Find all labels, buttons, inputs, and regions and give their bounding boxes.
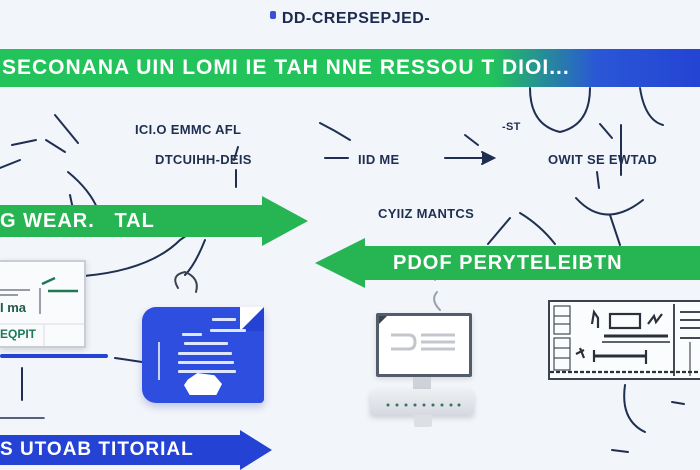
- annotation-center-upper: IID ME: [358, 152, 400, 167]
- doc-margin-line: [158, 342, 160, 380]
- arrow-3-text: S UTOAB TITORIAL: [0, 439, 194, 460]
- hand-icon: [184, 373, 222, 395]
- desktop-computer-icon: [376, 313, 472, 377]
- annotation-right-upper: OWIT SE EWTAD: [548, 152, 658, 167]
- arrow-left-head-icon: [315, 238, 365, 288]
- doc-line: [184, 342, 228, 345]
- arrow-1-body: G WEAR. TAL: [0, 205, 262, 237]
- arrow-banner-3: S UTOAB TITORIAL: [0, 430, 272, 470]
- monitor-text-2: EQPIT: [0, 327, 37, 341]
- monitor-screen-icon: [0, 276, 84, 346]
- doc-line: [178, 370, 236, 373]
- annotation-left-upper-2: DTCUIHH-DEIS: [155, 152, 252, 167]
- arrow-banner-2: PDOF PERYTELEIBTN: [315, 238, 700, 288]
- doc-line: [210, 329, 246, 332]
- annotation-center-small: -ST: [502, 121, 521, 133]
- bullet-icon: [269, 11, 276, 19]
- doc-line: [178, 361, 234, 364]
- page-title: DD-CREPSEPJED-: [0, 10, 700, 28]
- monitor-text-1: I ma: [0, 300, 27, 315]
- arrow-2-text: PDOF PERYTELEIBTN: [393, 251, 623, 274]
- top-banner: SECONANA UIN LOMI IE TAH NNE RESSOU T DI…: [0, 49, 700, 87]
- document-fold-icon: [240, 307, 264, 331]
- doc-line: [178, 352, 232, 355]
- sketch-drawing: [550, 304, 700, 376]
- monitor-base-bar: [0, 354, 108, 358]
- doc-line: [182, 333, 202, 336]
- arrow-3-body: S UTOAB TITORIAL: [0, 435, 240, 465]
- annotation-left-upper-1: ICI.O EMMC AFL: [135, 122, 242, 137]
- annotation-center-mid: CYIIZ MANTCS: [378, 206, 475, 221]
- monitor-screen: I ma EQPIT: [0, 260, 86, 348]
- arrow-banner-1: G WEAR. TAL: [0, 196, 308, 246]
- keyboard-dots-icon: [386, 403, 461, 407]
- arrow-right-head-icon: [240, 430, 272, 470]
- computer-neck: [413, 377, 431, 389]
- computer-screen-glyph: [379, 316, 455, 351]
- doc-line: [212, 318, 236, 321]
- arrow-right-head-icon: [262, 196, 308, 246]
- arrow-1-text: G WEAR. TAL: [0, 209, 155, 232]
- document-icon: [142, 307, 264, 403]
- title-text: DD-CREPSEPJED-: [281, 10, 431, 27]
- computer-keyboard-base: [370, 389, 474, 415]
- arrow-2-body: PDOF PERYTELEIBTN: [365, 246, 700, 280]
- computer-foot: [414, 415, 432, 427]
- top-banner-text: SECONANA UIN LOMI IE TAH NNE RESSOU T DI…: [2, 56, 570, 79]
- wireframe-sketch-icon: [548, 300, 700, 380]
